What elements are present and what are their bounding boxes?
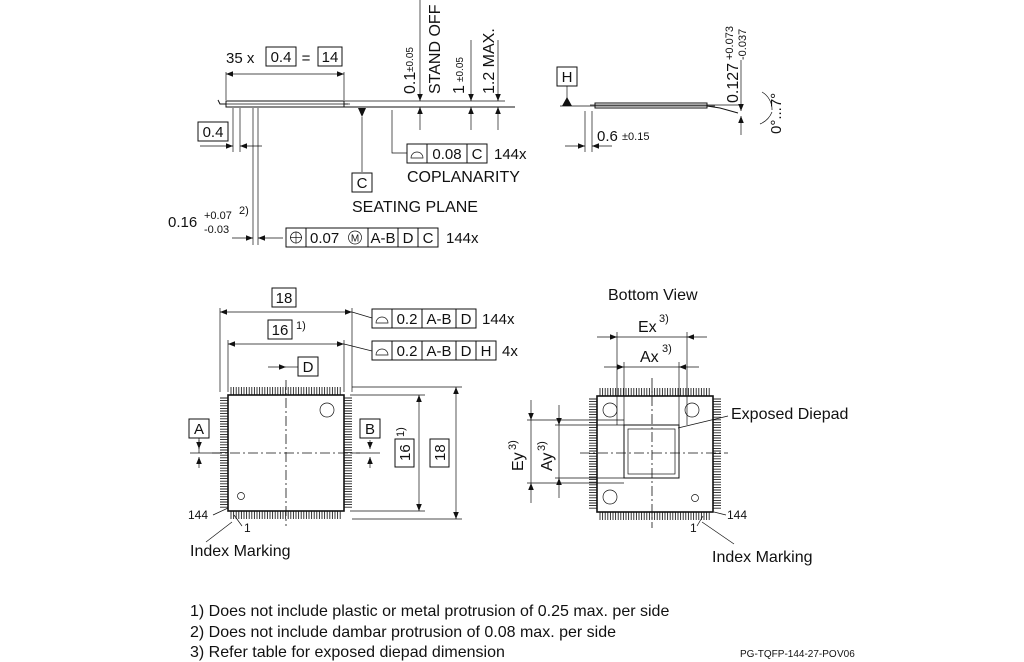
top-view: 18 16 1) D 0.2 A-B D 144x 0.2 A-B D H [188,287,518,560]
top-view-leads [220,387,352,519]
standoff-value: 0.1 [402,72,419,94]
position-count: 144x [446,230,479,247]
lead-pins [589,388,721,520]
position-tolerance-value: 0.07 [310,230,339,247]
fc2-count: 4x [502,343,518,360]
coplanarity-count: 144x [494,146,527,163]
ex-label: Ex [638,319,657,336]
top-dim-body-v-note: 1) [395,427,407,437]
bottom-pin-last: 144 [727,508,747,522]
drawing-version: V06 [837,649,855,660]
fc2-ref-ab: A-B [426,343,451,360]
datum-a-label: A [194,421,204,438]
top-view-corner-mark [319,402,335,418]
note-3: 3) Refer table for exposed diepad dimens… [190,644,505,661]
datum-b-label: B [365,421,375,438]
top-dim-outer-v: 18 [432,444,449,461]
top-dim-body-note: 1) [296,320,306,332]
body-thickness-value: 1 [451,85,468,94]
bottom-view-body [596,395,714,513]
lead-width2-note: 2) [239,205,249,217]
lead-angle: 0°...7° [768,93,785,134]
coplanarity-ref: C [472,146,483,163]
datum-d-label: D [303,359,314,376]
top-view-index-dot [237,492,245,500]
body-thickness-tol: ±0.05 [455,57,466,82]
side-view: 35 x 0.4 = 14 0.4 0.16 +0.07 -0.03 2) 0.… [168,0,527,248]
notes: 1) Does not include plastic or metal pro… [190,603,669,661]
bottom-view-corner-mark-bl [602,489,618,505]
lead-thickness-minus: -0.037 [737,29,749,60]
exposed-diepad-outer [623,424,680,479]
standoff-tol: ±0.05 [405,47,416,72]
end-view: H 0.6 ±0.15 0.127 +0.073 -0.037 0°...7° [556,26,785,152]
ay-note: 3) [536,441,548,451]
lead-width2-plus: +0.07 [204,210,232,222]
fc2-ref-h: H [481,343,492,360]
bottom-pin-first: 1 [690,521,697,535]
pitch-value: 0.4 [271,49,292,66]
ax-note: 3) [662,343,672,355]
top-dim-body: 16 [272,322,289,339]
pitch-equals: = [302,50,311,67]
lead-pins [220,387,352,519]
top-dim-outer: 18 [276,290,293,307]
fc1-value: 0.2 [397,311,418,328]
ey-label: Ey [510,452,527,471]
top-index-marking: Index Marking [190,543,291,560]
top-pin-last: 144 [188,508,208,522]
fc1-ref-d: D [461,311,472,328]
bottom-index-marking: Index Marking [712,549,813,566]
lead-thickness-plus: +0.073 [724,26,736,60]
fc2-value: 0.2 [397,343,418,360]
ay-label: Ay [539,453,556,471]
note-1: 1) Does not include plastic or metal pro… [190,603,669,620]
position-ref-d: D [403,230,414,247]
exposed-diepad-label: Exposed Diepad [731,406,848,423]
pitch-total: 14 [322,49,339,66]
lead-length-tol: ±0.15 [622,131,649,143]
standoff-label: STAND OFF [427,4,444,94]
height-max-value: 1.2 MAX. [481,28,498,94]
end-view-body [594,102,708,109]
lead-width2-minus: -0.03 [204,224,229,236]
pitch-count: 35 x [226,50,255,67]
bottom-view: Bottom View Ex 3) Ax 3) Ey 3) [507,287,848,566]
position-modifier: M [351,234,359,245]
fc2-ref-d: D [461,343,472,360]
datum-c-label: C [357,175,368,192]
drawing-id: PG-TQFP-144-27-PO [740,649,837,660]
lead-width2-value: 0.16 [168,214,197,231]
ax-label: Ax [640,349,659,366]
fc1-count: 144x [482,311,515,328]
lead-length-value: 0.6 [597,128,618,145]
position-ref-c: C [423,230,434,247]
position-ref-ab: A-B [370,230,395,247]
top-pin-first: 1 [244,521,251,535]
fc1-ref-ab: A-B [426,311,451,328]
coplanarity-label: COPLANARITY [407,169,520,186]
datum-h-label: H [562,69,573,86]
lead-width-value: 0.4 [203,124,224,141]
bottom-view-title: Bottom View [608,287,698,304]
exposed-diepad-inner [627,428,676,475]
bottom-view-leads [589,388,721,520]
top-dim-body-v: 16 [397,444,414,461]
note-2: 2) Does not include dambar protrusion of… [190,624,616,641]
seating-plane-label: SEATING PLANE [352,199,478,216]
ey-note: 3) [507,440,519,450]
lead-thickness-value: 0.127 [725,63,742,103]
coplanarity-value: 0.08 [432,146,461,163]
bottom-view-index-dot [691,494,699,502]
ex-note: 3) [659,313,669,325]
bottom-view-corner-mark-tr [684,402,700,418]
